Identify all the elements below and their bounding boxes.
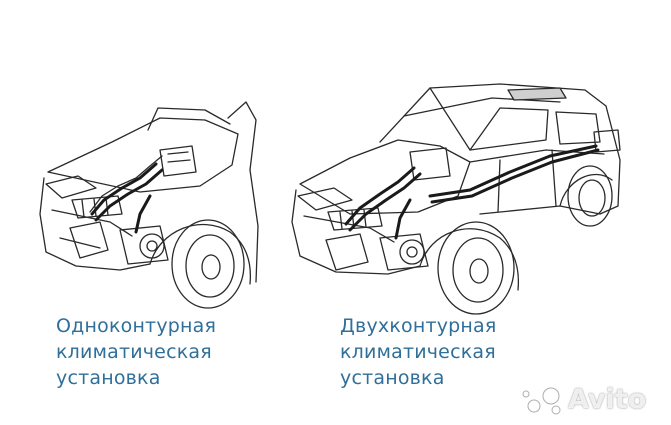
left-ac-pipes xyxy=(90,162,164,234)
caption-dual-line-1: Двухконтурная xyxy=(340,315,497,337)
caption-single-line-1: Одноконтурная xyxy=(56,315,217,337)
caption-single-circuit: Одноконтурная климатическая установка xyxy=(56,313,216,391)
caption-single-line-3: установка xyxy=(56,367,161,389)
avito-logo-text: Avito xyxy=(568,384,647,415)
caption-dual-circuit: Двухконтурная климатическая установка xyxy=(340,313,497,391)
right-ac-pipes xyxy=(344,144,600,240)
left-car-drawing xyxy=(39,101,259,309)
avito-logo-icon: Avito xyxy=(508,380,653,420)
caption-dual-line-2: климатическая xyxy=(340,341,496,363)
right-car-drawing xyxy=(291,83,621,315)
avito-dots-icon xyxy=(522,387,561,415)
caption-single-line-2: климатическая xyxy=(56,341,212,363)
caption-dual-line-3: установка xyxy=(340,367,445,389)
